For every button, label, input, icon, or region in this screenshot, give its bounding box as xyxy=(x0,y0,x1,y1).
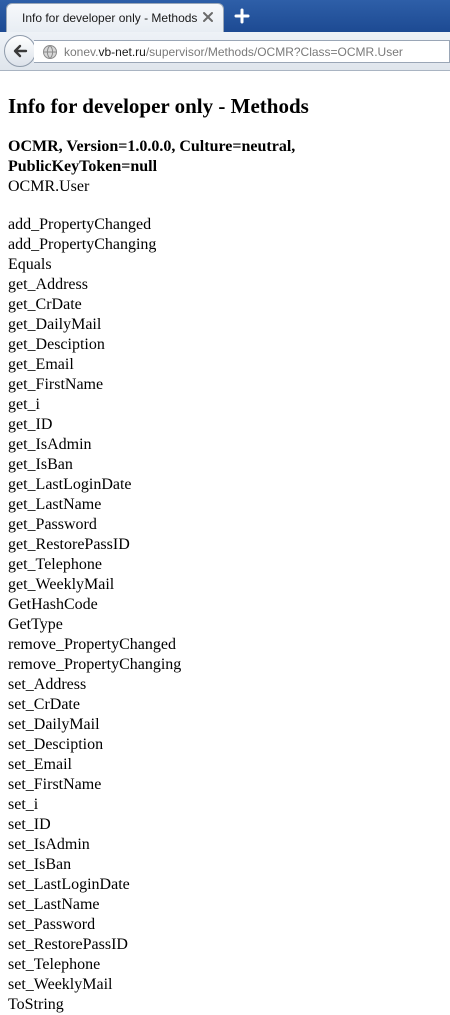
globe-icon[interactable] xyxy=(42,44,58,60)
list-item: get_IsAdmin xyxy=(8,436,92,453)
list-item: set_Email xyxy=(8,756,72,773)
url-path: /supervisor/Methods/OCMR?Class=OCMR.User xyxy=(145,45,403,59)
list-item: Equals xyxy=(8,256,52,273)
page-content: Info for developer only - Methods OCMR, … xyxy=(0,93,450,1015)
list-item: add_PropertyChanged xyxy=(8,216,152,233)
list-item: set_RestorePassID xyxy=(8,936,128,953)
list-item: set_LastLoginDate xyxy=(8,876,130,893)
list-item: set_LastName xyxy=(8,896,100,913)
list-item: get_i xyxy=(8,396,40,413)
list-item: set_Password xyxy=(8,916,96,933)
list-item: GetHashCode xyxy=(8,596,98,613)
address-bar[interactable]: konev.vb-net.ru/supervisor/Methods/OCMR?… xyxy=(34,40,450,63)
list-item: get_Desciption xyxy=(8,336,105,353)
list-item: set_IsBan xyxy=(8,856,72,873)
list-item: get_RestorePassID xyxy=(8,536,130,553)
browser-tab[interactable]: Info for developer only - Methods xyxy=(6,3,224,32)
list-item: get_LastLoginDate xyxy=(8,476,132,493)
list-item: get_CrDate xyxy=(8,296,82,313)
list-item: get_Address xyxy=(8,276,88,293)
class-name: OCMR.User xyxy=(8,178,90,195)
list-item: set_Telephone xyxy=(8,956,101,973)
list-item: get_Email xyxy=(8,356,74,373)
list-item: get_Telephone xyxy=(8,556,102,573)
url-prefix: konev. xyxy=(64,45,99,59)
list-item: add_PropertyChanging xyxy=(8,236,157,253)
back-button[interactable] xyxy=(4,35,36,67)
list-item: get_FirstName xyxy=(8,376,104,393)
list-item: set_Address xyxy=(8,676,87,693)
list-item: set_ID xyxy=(8,816,51,833)
url-text[interactable]: konev.vb-net.ru/supervisor/Methods/OCMR?… xyxy=(64,45,403,59)
list-item: set_FirstName xyxy=(8,776,102,793)
list-item: set_i xyxy=(8,796,39,813)
list-item: set_CrDate xyxy=(8,696,80,713)
list-item: get_WeeklyMail xyxy=(8,576,115,593)
list-item: GetType xyxy=(8,616,63,633)
tab-strip: Info for developer only - Methods xyxy=(0,0,450,32)
list-item: set_IsAdmin xyxy=(8,836,90,853)
list-item: get_DailyMail xyxy=(8,316,102,333)
list-item: ToString xyxy=(8,996,64,1013)
navigation-bar: konev.vb-net.ru/supervisor/Methods/OCMR?… xyxy=(0,32,450,71)
close-icon[interactable] xyxy=(201,10,215,24)
list-item: get_LastName xyxy=(8,496,102,513)
list-item: get_IsBan xyxy=(8,456,73,473)
tab-title: Info for developer only - Methods xyxy=(22,11,198,25)
list-item: set_DailyMail xyxy=(8,716,100,733)
list-item: get_ID xyxy=(8,416,53,433)
list-item: set_WeeklyMail xyxy=(8,976,113,993)
plus-icon[interactable] xyxy=(234,8,250,24)
page-title: Info for developer only - Methods xyxy=(8,94,309,118)
back-arrow-icon xyxy=(13,44,28,58)
list-item: remove_PropertyChanging xyxy=(8,656,182,673)
assembly-info: OCMR, Version=1.0.0.0, Culture=neutral, … xyxy=(8,138,296,175)
list-item: remove_PropertyChanged xyxy=(8,636,176,653)
list-item: get_Password xyxy=(8,516,97,533)
url-domain: vb-net.ru xyxy=(98,45,146,59)
list-item: set_Desciption xyxy=(8,736,104,753)
